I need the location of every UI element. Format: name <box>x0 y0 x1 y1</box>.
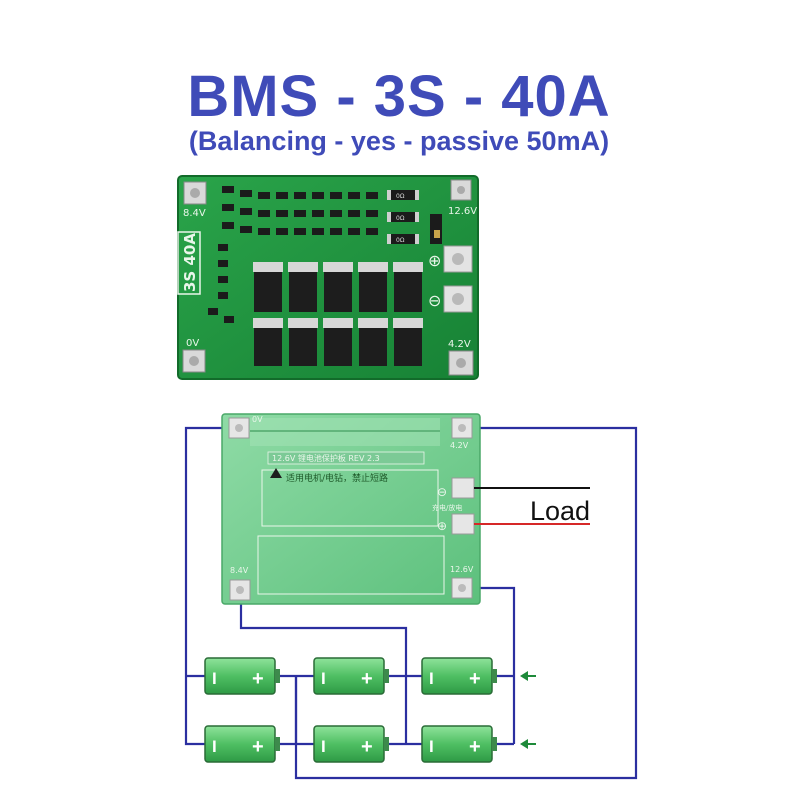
bottom-header-box <box>267 451 425 465</box>
top-pad-12v6 <box>450 179 472 201</box>
bottom-pad-negative <box>451 477 475 499</box>
top-pad-8v4 <box>183 181 207 205</box>
top-polarity-negative: ⊖ <box>428 291 441 310</box>
top-model-label-box <box>177 231 201 295</box>
battery-plus-label: + <box>252 668 264 690</box>
bottom-pad-4v2 <box>451 417 473 439</box>
top-resistor-3 <box>387 234 419 244</box>
top-bms-board: 8.4V 12.6V 0V 4.2V ⊕ ⊖ 3S 40A <box>177 175 479 380</box>
top-resistor-label-1: 0Ω <box>396 193 405 200</box>
battery-minus-label: I <box>321 669 326 688</box>
bottom-warning-label: 适用电机/电钻，禁止短路 <box>286 472 388 484</box>
arrow-bottom <box>520 739 528 749</box>
top-pad-4v2 <box>448 350 474 376</box>
battery-cell: I + <box>421 657 497 695</box>
battery-minus-label: I <box>212 737 217 756</box>
circuit-wires <box>184 426 638 780</box>
battery-cell: I + <box>204 657 280 695</box>
battery-plus-label: + <box>469 668 481 690</box>
battery-plus-label: + <box>252 736 264 758</box>
bottom-port-label: 充电/放电 <box>432 503 462 512</box>
top-pad-label-4v2: 4.2V <box>448 339 471 350</box>
top-pad-positive <box>443 245 473 273</box>
arrow-top <box>520 671 528 681</box>
wire-0v <box>184 426 228 746</box>
top-smd-components <box>208 186 442 323</box>
bottom-pad-positive <box>451 513 475 535</box>
top-model-label: 3S 40A <box>181 233 199 292</box>
top-mosfet-row-2 <box>253 318 423 366</box>
battery-pack: I + I + I + I + I + <box>204 657 497 763</box>
battery-minus-label: I <box>321 737 326 756</box>
battery-cell: I + <box>313 657 389 695</box>
bottom-pad-label-0v: 0V <box>252 415 263 424</box>
bottom-pad-label-8v4: 8.4V <box>230 566 249 575</box>
page-subtitle: (Balancing - yes - passive 50mA) <box>188 126 610 156</box>
warning-icon <box>270 468 282 478</box>
bottom-bms-board: 0V 4.2V 8.4V 12.6V 12.6V 锂电池保护板 REV 2.3 … <box>221 413 481 605</box>
top-resistor-2 <box>387 212 419 222</box>
bottom-warning-box <box>261 469 439 527</box>
load-wires <box>474 487 590 525</box>
top-pad-label-0v: 0V <box>186 338 199 349</box>
battery-cell: I + <box>313 725 389 763</box>
bottom-polarity-positive: ⊕ <box>437 519 447 533</box>
bottom-pad-label-12v6: 12.6V <box>450 565 474 574</box>
battery-minus-label: I <box>429 737 434 756</box>
battery-minus-label: I <box>429 669 434 688</box>
bottom-pad-8v4 <box>229 579 251 601</box>
top-polarity-positive: ⊕ <box>428 251 441 270</box>
battery-cell: I + <box>421 725 497 763</box>
battery-plus-label: + <box>361 668 373 690</box>
bottom-header-label: 12.6V 锂电池保护板 REV 2.3 <box>272 453 380 463</box>
load-label: Load <box>530 496 590 526</box>
top-pad-label-8v4: 8.4V <box>183 208 206 219</box>
battery-cell: I + <box>204 725 280 763</box>
top-mosfet-row-1 <box>253 262 423 312</box>
bottom-polarity-negative: ⊖ <box>437 485 447 499</box>
battery-plus-label: + <box>361 736 373 758</box>
bottom-lower-box <box>257 535 445 595</box>
bottom-pad-12v6 <box>451 577 473 599</box>
top-pad-label-12v6: 12.6V <box>448 206 477 217</box>
battery-plus-label: + <box>469 736 481 758</box>
top-pad-0v <box>182 349 206 373</box>
bottom-pad-0v <box>228 417 250 439</box>
top-resistor-label-3: 0Ω <box>396 237 405 244</box>
bottom-pad-label-4v2: 4.2V <box>450 441 469 450</box>
wire-8v4 <box>239 594 408 676</box>
top-resistor-label-2: 0Ω <box>396 215 405 222</box>
top-pad-negative <box>443 285 473 313</box>
page-title: BMS - 3S - 40A <box>187 64 611 129</box>
battery-minus-label: I <box>212 669 217 688</box>
arrow-markers <box>520 671 536 749</box>
top-resistor-1 <box>387 190 419 200</box>
